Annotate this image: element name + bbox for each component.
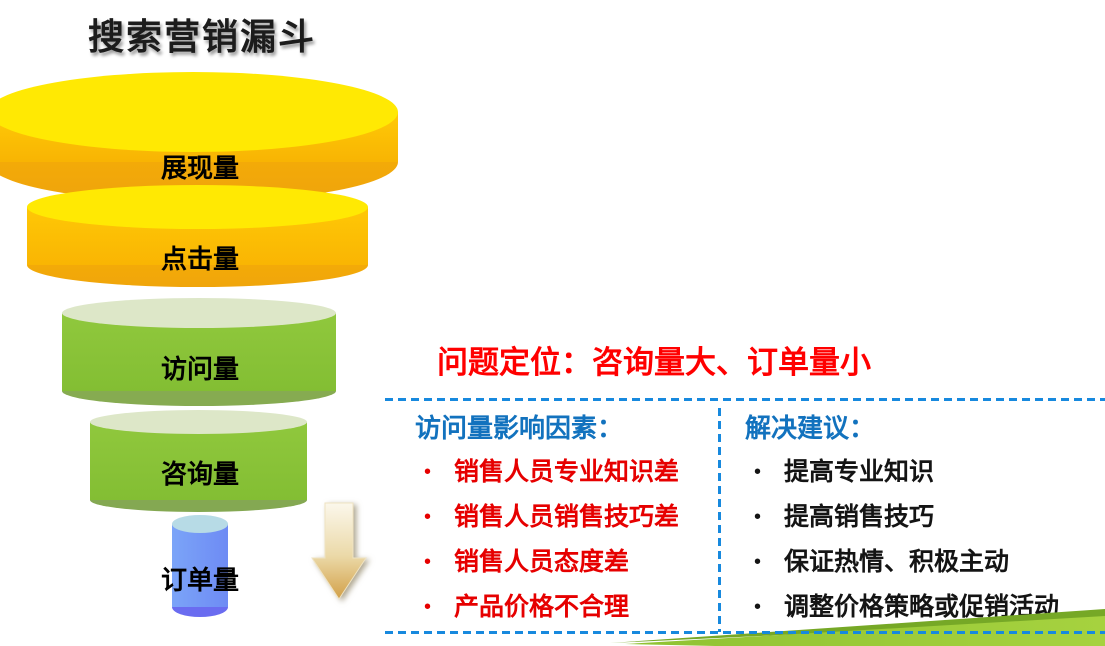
suggestion-item: • 提高专业知识 [754, 459, 1059, 485]
cylinder-body [172, 524, 228, 607]
cylinder-body [90, 422, 307, 500]
factor-item-label: 销售人员销售技巧差 [454, 503, 680, 531]
cylinder-top-ellipse [90, 410, 307, 434]
bullet-icon: • [754, 551, 762, 573]
factor-item: • 销售人员销售技巧差 [424, 504, 679, 530]
suggestions-list: • 提高专业知识 • 提高销售技巧 • 保证热情、积极主动 • 调整价格策略或促… [754, 459, 1059, 620]
funnel-stage-label: 咨询量 [160, 459, 239, 489]
factors-list: • 销售人员专业知识差 • 销售人员销售技巧差 • 销售人员态度差 • 产品价格… [424, 459, 679, 620]
down-arrow-icon [303, 500, 375, 607]
funnel-stage-clicks [27, 185, 368, 287]
funnel-stage-visits [62, 298, 336, 406]
factor-item: • 产品价格不合理 [424, 594, 679, 620]
green-swoosh-decoration [555, 606, 1105, 646]
bullet-icon: • [424, 596, 432, 618]
funnel-stage-inquiries [90, 410, 307, 512]
cylinder-top-ellipse [0, 72, 398, 152]
bullet-icon: • [754, 461, 762, 483]
divider-vertical [718, 408, 721, 632]
funnel-stage-label: 展现量 [160, 153, 239, 183]
funnel-stage-orders [172, 515, 228, 617]
funnel-stage-label: 访问量 [160, 354, 239, 384]
funnel-stage-label: 点击量 [160, 244, 239, 274]
cylinder-top-ellipse [172, 515, 228, 533]
divider-bottom [385, 631, 1105, 634]
bullet-icon: • [424, 551, 432, 573]
bullet-icon: • [424, 506, 432, 528]
page-title: 搜索营销漏斗 [88, 16, 317, 57]
bullet-icon: • [754, 506, 762, 528]
suggestion-item-label: 保证热情、积极主动 [784, 548, 1010, 576]
factor-item: • 销售人员态度差 [424, 549, 679, 575]
suggestions-heading: 解决建议： [745, 413, 876, 443]
factor-item: • 销售人员专业知识差 [424, 459, 679, 485]
problem-title: 问题定位：咨询量大、订单量小 [437, 345, 871, 380]
divider-top [385, 398, 1105, 401]
cylinder-top-ellipse [27, 185, 368, 229]
suggestion-item: • 提高销售技巧 [754, 504, 1059, 530]
factor-item-label: 销售人员态度差 [454, 548, 630, 576]
factor-item-label: 产品价格不合理 [454, 593, 630, 621]
bullet-icon: • [754, 596, 762, 618]
suggestion-item-label: 提高销售技巧 [784, 503, 935, 531]
cylinder-top-ellipse [62, 298, 336, 328]
factors-heading: 访问量影响因素： [415, 413, 624, 443]
factor-item-label: 销售人员专业知识差 [454, 458, 680, 486]
suggestion-item-label: 提高专业知识 [784, 458, 935, 486]
funnel-stage-label: 订单量 [160, 565, 239, 595]
funnel-stage-impressions [0, 72, 398, 203]
suggestion-item: • 保证热情、积极主动 [754, 549, 1059, 575]
bullet-icon: • [424, 461, 432, 483]
